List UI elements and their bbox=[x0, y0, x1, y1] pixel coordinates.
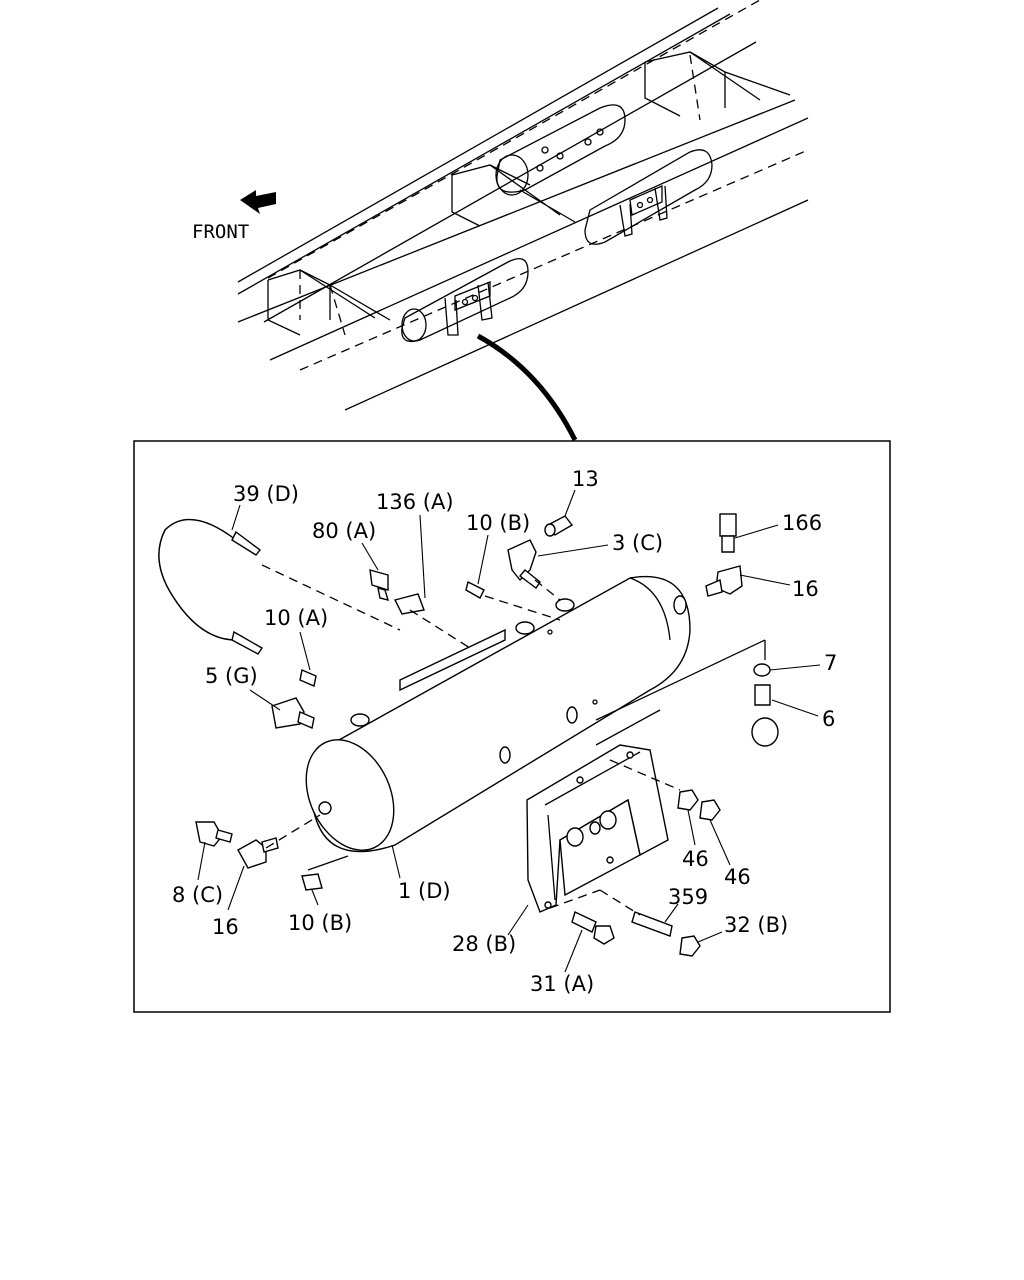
arrow-left-icon bbox=[240, 190, 276, 214]
air-tank-middle-sketch bbox=[495, 104, 626, 196]
callout-6: 6 bbox=[822, 707, 835, 731]
plug-10a bbox=[299, 669, 317, 687]
drain-valve-6 bbox=[751, 684, 779, 747]
detail-view-frame bbox=[133, 440, 891, 1013]
callout-46-a: 46 bbox=[682, 847, 709, 871]
nut-46-a bbox=[677, 789, 699, 811]
callout-166: 166 bbox=[782, 511, 822, 535]
callout-5g: 5 (G) bbox=[205, 664, 258, 688]
callout-10b-bottom: 10 (B) bbox=[288, 911, 352, 935]
elbow-16-right bbox=[705, 565, 743, 597]
callout-80a: 80 (A) bbox=[312, 519, 376, 543]
air-tank-main bbox=[305, 576, 691, 853]
plug-10b-bottom bbox=[301, 873, 323, 891]
front-direction-indicator: FRONT bbox=[192, 190, 276, 243]
callout-7: 7 bbox=[824, 651, 837, 675]
callout-3c: 3 (C) bbox=[612, 531, 663, 555]
callout-8c: 8 (C) bbox=[172, 883, 223, 907]
detail-leader-line bbox=[476, 333, 578, 442]
callout-46-b: 46 bbox=[724, 865, 751, 889]
front-label: FRONT bbox=[192, 221, 249, 243]
callout-10b-top: 10 (B) bbox=[466, 511, 530, 535]
chassis-frame-sketch bbox=[237, 0, 809, 442]
callout-31a: 31 (A) bbox=[530, 972, 594, 996]
callout-16-right: 16 bbox=[792, 577, 819, 601]
callout-136a: 136 (A) bbox=[376, 490, 454, 514]
air-tank-rear-sketch bbox=[584, 149, 713, 245]
callout-16-left: 16 bbox=[212, 915, 239, 939]
callout-359: 359 bbox=[668, 885, 708, 909]
fitting-8c bbox=[195, 821, 233, 847]
elbow-3c bbox=[507, 539, 541, 590]
air-tank-front-sketch bbox=[401, 258, 529, 343]
callout-13: 13 bbox=[572, 467, 599, 491]
fitting-13 bbox=[544, 515, 574, 537]
callout-labels: 39 (D) 136 (A) 80 (A) 13 10 (B) 3 (C) 16… bbox=[172, 467, 837, 996]
bolt-80a bbox=[369, 569, 390, 601]
nut-32b bbox=[679, 935, 701, 957]
plug-10b-top bbox=[465, 580, 485, 599]
tee-5g bbox=[271, 697, 315, 729]
stud-359 bbox=[631, 911, 673, 937]
mounting-bracket bbox=[526, 744, 669, 913]
washer-7 bbox=[753, 663, 771, 677]
nut-46-b bbox=[699, 799, 721, 821]
callout-32b: 32 (B) bbox=[724, 913, 788, 937]
callout-10a: 10 (A) bbox=[264, 606, 328, 630]
elbow-16-left bbox=[237, 837, 279, 869]
callout-leaders bbox=[197, 489, 821, 973]
clip-136a bbox=[393, 593, 425, 615]
valve-166 bbox=[719, 513, 737, 553]
assembly-lines bbox=[261, 564, 766, 916]
callout-1d: 1 (D) bbox=[398, 879, 451, 903]
air-hose bbox=[158, 518, 263, 655]
callout-28b: 28 (B) bbox=[452, 932, 516, 956]
callout-39d: 39 (D) bbox=[233, 482, 299, 506]
bolt-31a bbox=[571, 911, 615, 945]
